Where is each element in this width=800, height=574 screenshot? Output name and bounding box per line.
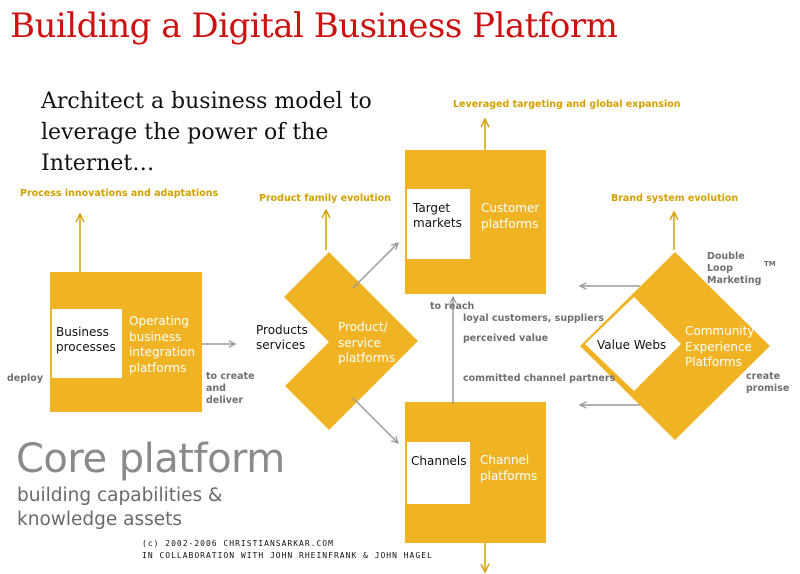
perceived-value-label: perceived value (463, 333, 549, 344)
business-processes-label: Business processes (56, 325, 116, 354)
products-to-target-arrow (352, 243, 398, 289)
channel-platforms-label: Channel platforms (480, 453, 538, 483)
channels-label: Channels (411, 454, 467, 468)
community-platforms-label: Community Experience Platforms (685, 324, 755, 369)
collaboration-credit: IN COLLABORATION WITH JOHN RHEINFRANK & … (142, 551, 433, 560)
value-webs-label: Value Webs (597, 338, 667, 352)
target-markets-label: Target markets (413, 201, 462, 230)
business-processes-inner (52, 309, 122, 378)
product-service-platforms-label: Product/ service platforms (338, 320, 396, 365)
create-deliver-label: to create and deliver (206, 371, 255, 406)
product-evolution-label: Product family evolution (259, 193, 391, 204)
page-subtitle: Architect a business model to leverage t… (41, 89, 372, 176)
customer-platforms-label: Customer platforms (481, 201, 540, 231)
double-loop-label: Double Loop Marketing (707, 251, 762, 286)
brand-evolution-label: Brand system evolution (611, 193, 739, 204)
target-markets-inner (407, 189, 470, 259)
targeting-evolution-label: Leveraged targeting and global expansion (453, 99, 681, 110)
core-platform-heading: Core platform (16, 436, 285, 482)
channels-inner (407, 442, 470, 504)
process-evolution-label: Process innovations and adaptations (20, 188, 219, 199)
value-webs-diamond-inner (585, 297, 681, 391)
products-services-label: Products services (256, 323, 308, 352)
core-platform-text: building capabilities & knowledge assets (17, 485, 223, 530)
committed-partners-label: committed channel partners (463, 373, 616, 384)
products-to-channels-arrow (352, 397, 398, 443)
create-promise-label: create promise (746, 371, 790, 394)
loyal-customers-label: loyal customers, suppliers (463, 313, 604, 324)
copyright-credit: (c) 2002-2006 CHRISTIANSARKAR.COM (142, 539, 334, 548)
business-platform-label: Operating business integration platforms (129, 314, 195, 375)
products-diamond-inner (237, 297, 329, 387)
deploy-label: deploy (7, 373, 44, 384)
trademark-label: TM (764, 260, 776, 268)
to-reach-label: to reach (430, 301, 475, 312)
page-title: Building a Digital Business Platform (10, 6, 618, 46)
